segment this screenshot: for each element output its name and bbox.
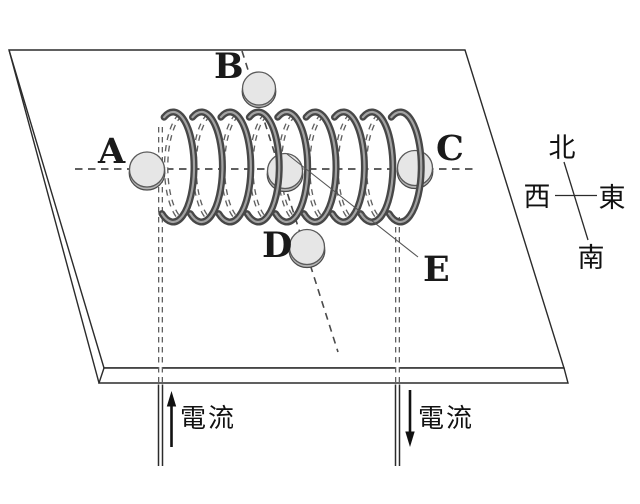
- board-front-face: [98, 367, 569, 384]
- compass-label-c: C: [436, 128, 464, 169]
- board-top-surface: [8, 49, 565, 369]
- current-label-left: 電流: [180, 404, 236, 434]
- rose-label-south: 南: [578, 243, 605, 274]
- rose-label-north: 北: [549, 133, 576, 164]
- compass-label-d: D: [262, 225, 292, 266]
- compass-disc-d: [288, 228, 326, 269]
- rose-label-east: 東: [599, 183, 626, 214]
- current-down-arrow: [405, 390, 415, 447]
- current-label-right: 電流: [418, 404, 474, 434]
- right-wire: [394, 384, 401, 466]
- label-e-pointer-line: [286, 153, 419, 258]
- left-wire: [157, 384, 164, 466]
- rose-north-south-line: [563, 161, 589, 241]
- compass-disc-a: [128, 151, 166, 191]
- rose-label-west: 西: [524, 182, 551, 213]
- compass-disc-c: [396, 149, 434, 190]
- compass-label-e: E: [423, 249, 450, 290]
- board: [8, 49, 569, 384]
- board-left-outer-edge: [8, 49, 100, 384]
- current-up-arrow: [166, 391, 177, 447]
- compass-disc-e: [266, 152, 304, 193]
- compass-label-b: B: [214, 46, 244, 87]
- coil-front-turns: [158, 108, 425, 226]
- compass-rose: 北 西 東 南: [524, 133, 626, 274]
- compass-label-a: A: [97, 131, 126, 172]
- compass-disc-b: [241, 71, 277, 109]
